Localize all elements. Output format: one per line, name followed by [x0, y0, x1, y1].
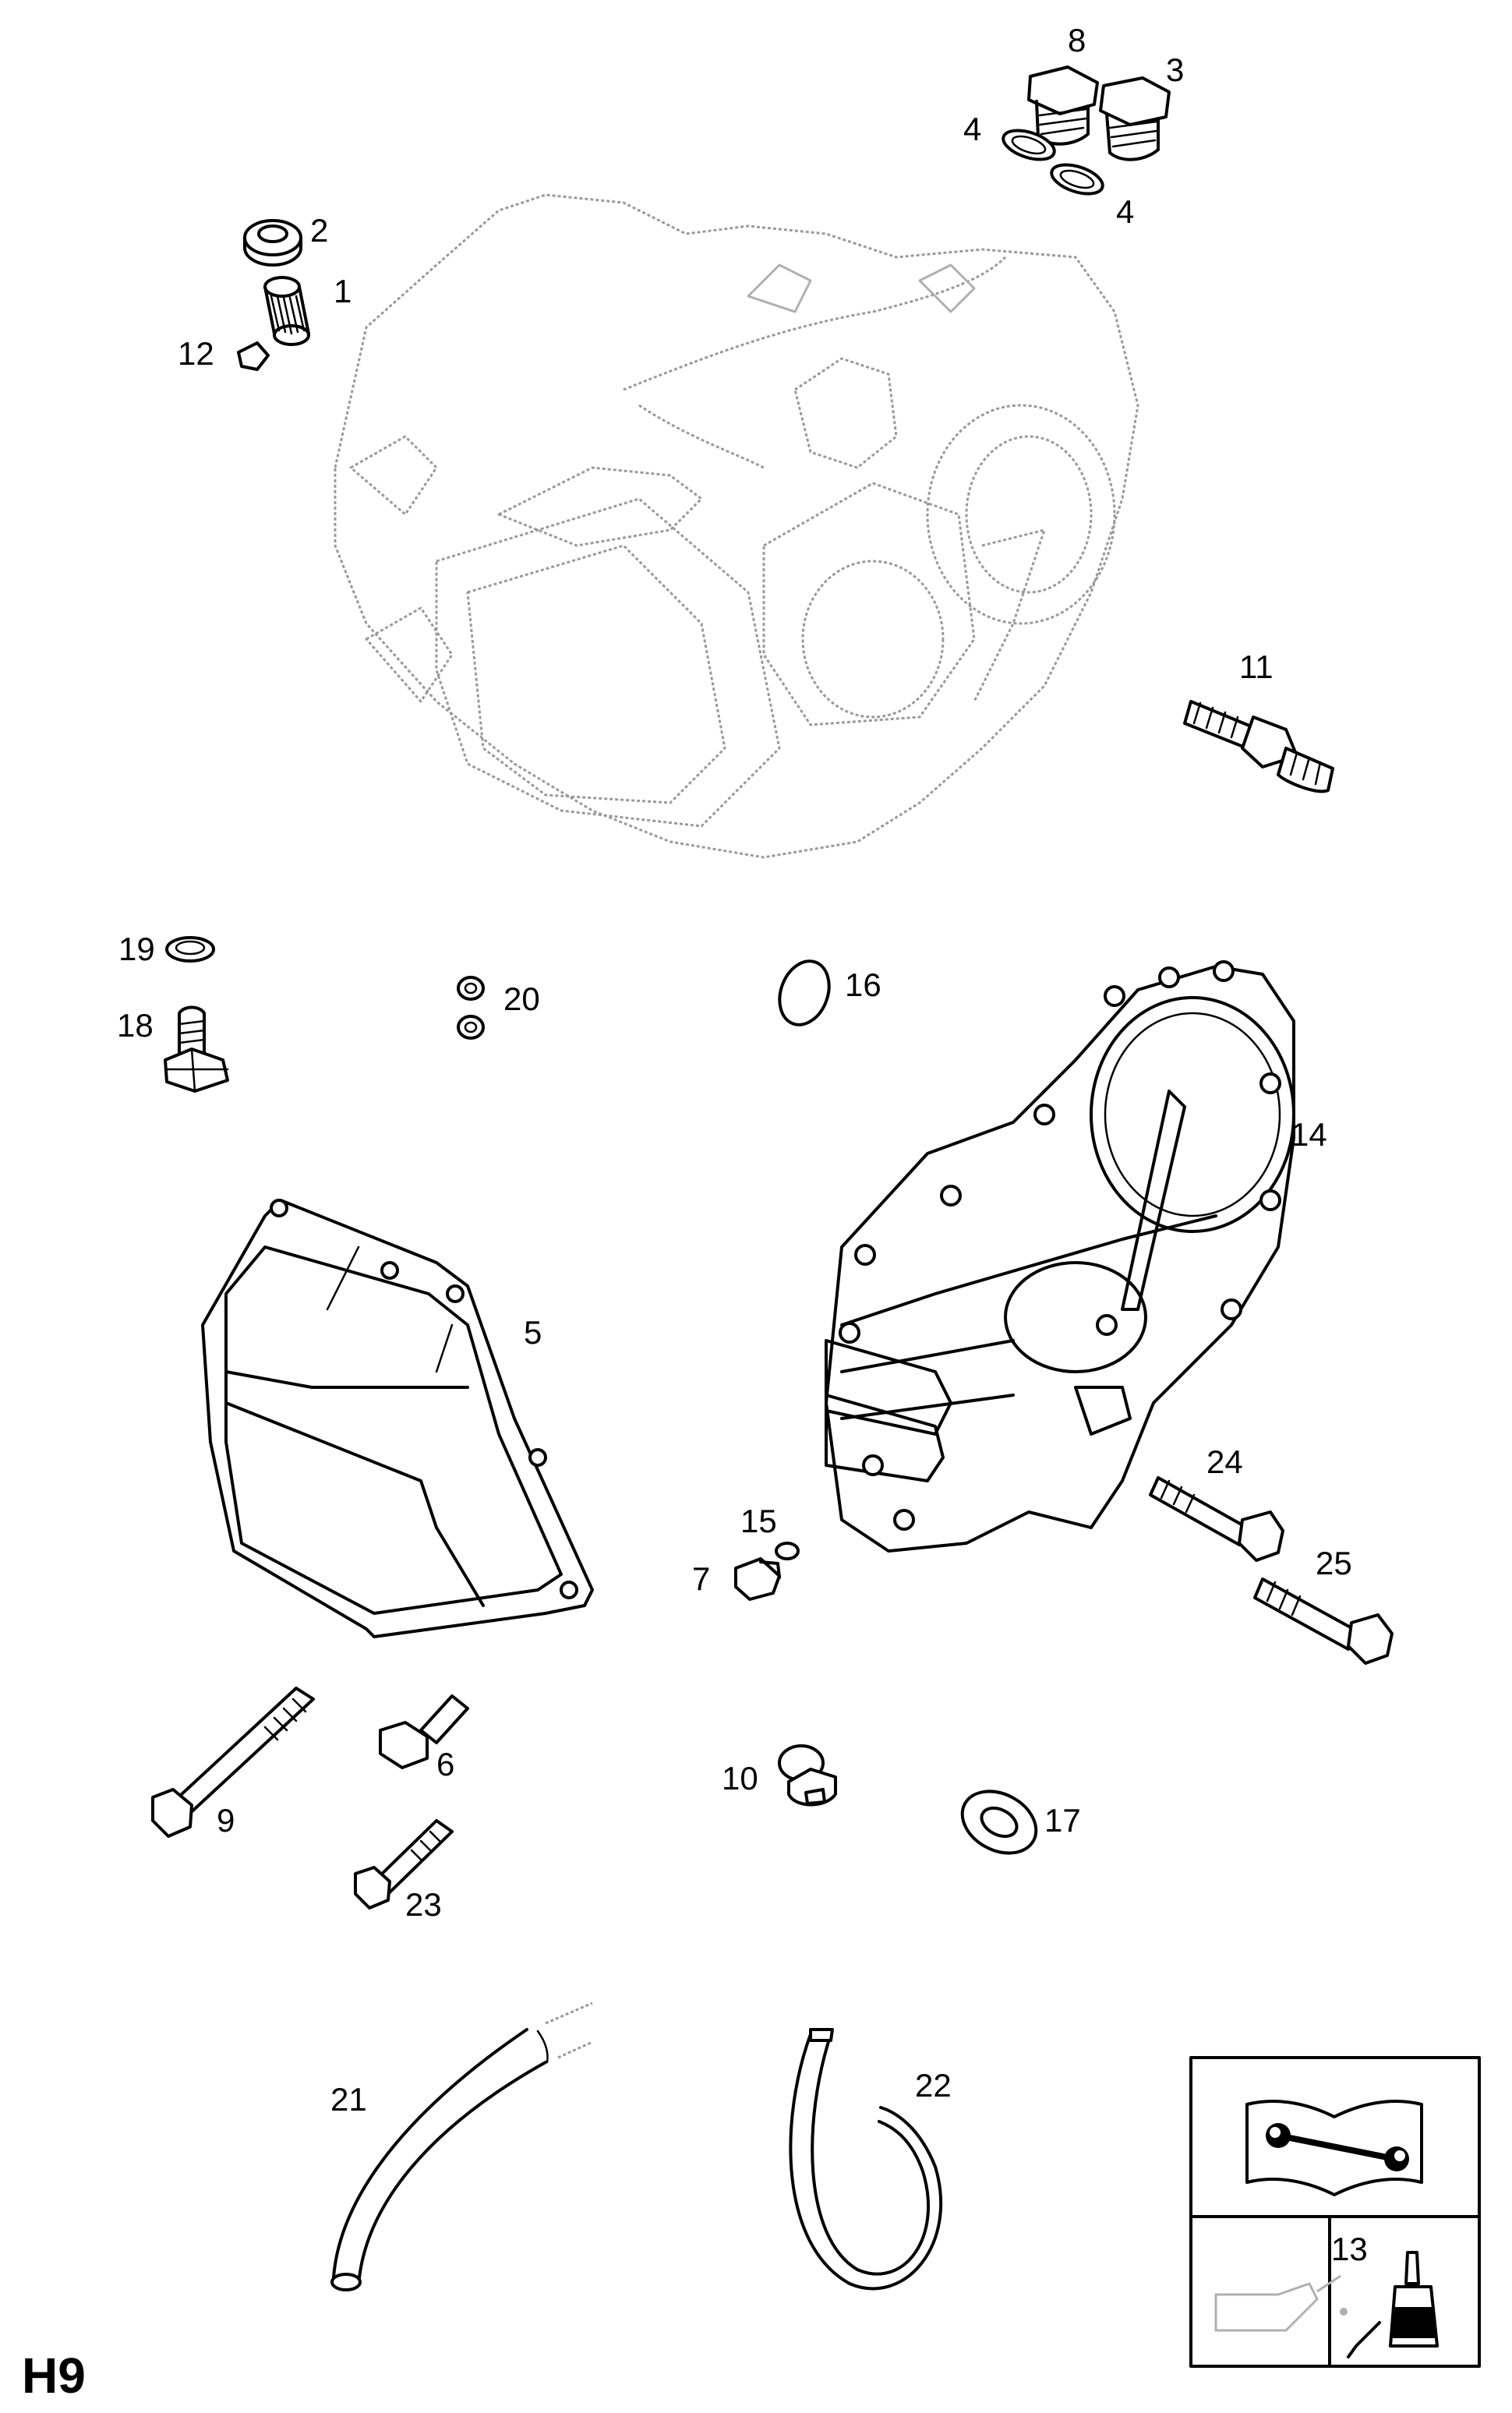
- oil-can-icon: [1214, 2274, 1348, 2332]
- part-3-plug: [1099, 76, 1171, 161]
- callout-11: 11: [1239, 648, 1274, 685]
- callout-13: 13: [1331, 2231, 1368, 2267]
- part-21-hose: [330, 2001, 593, 2291]
- part-14-side-cover: [825, 960, 1295, 1553]
- sheet-code: H9: [22, 2348, 86, 2404]
- callout-20: 20: [503, 980, 540, 1017]
- callout-8: 8: [1068, 22, 1086, 58]
- callout-3: 3: [1166, 51, 1184, 88]
- part-25-bolt: [1253, 1577, 1394, 1665]
- part-5-oil-pan: [201, 1199, 594, 1638]
- part-4-washer-lower: [1050, 163, 1104, 196]
- part-10-plug: [778, 1744, 837, 1807]
- part-16-o-ring: [778, 959, 831, 1026]
- callout-7: 7: [692, 1560, 710, 1597]
- callout-4: 4: [963, 111, 981, 147]
- callout-5: 5: [524, 1314, 542, 1351]
- part-2-seal-ring: [243, 219, 302, 267]
- callout-21: 21: [330, 2081, 367, 2118]
- callout-23: 23: [405, 1886, 442, 1923]
- part-20-washers: [457, 976, 485, 1040]
- part-1-needle-bearing: [263, 276, 310, 346]
- callout-1: 1: [334, 273, 352, 309]
- part-12-clip: [237, 341, 270, 371]
- callout-25: 25: [1316, 1545, 1352, 1581]
- part-4-washer-upper: [1002, 129, 1056, 161]
- part-22-gasket-strip: [789, 2028, 943, 2291]
- part-7-plug: [734, 1557, 781, 1601]
- cover-bolt-bosses: [839, 960, 1281, 1531]
- part-11-stud: [1183, 700, 1334, 793]
- part-15-o-ring: [775, 1542, 800, 1560]
- callout-9: 9: [217, 1802, 235, 1839]
- callout-19: 19: [118, 931, 155, 967]
- part-8-plug: [1027, 65, 1099, 146]
- part-9-long-bolt: [151, 1687, 315, 1838]
- callout-16: 16: [845, 966, 881, 1003]
- callout-6: 6: [436, 1746, 454, 1782]
- part-23-bolt: [354, 1819, 454, 1910]
- callout-labels: 1 2 3 4 4 5 6 7 8 9 10 11 12 13 14 15 16…: [117, 22, 1368, 2267]
- callout-18: 18: [117, 1007, 154, 1044]
- part-19-washer: [165, 936, 215, 963]
- callout-12: 12: [178, 335, 214, 372]
- callout-22: 22: [915, 2067, 952, 2104]
- part-18-drain-plug: [164, 1005, 229, 1093]
- sealant-tube-icon: [1347, 2251, 1439, 2358]
- callout-24: 24: [1206, 1443, 1243, 1480]
- callout-17: 17: [1044, 1802, 1081, 1839]
- transmission-assembly: [334, 193, 1139, 859]
- callout-2: 2: [310, 212, 328, 249]
- callout-10: 10: [722, 1760, 758, 1797]
- callout-4: 4: [1116, 193, 1134, 230]
- part-17-seal: [960, 1789, 1038, 1855]
- part-13-service-box: [1189, 2056, 1481, 2368]
- part-6-hex-bolt: [379, 1694, 469, 1769]
- callout-15: 15: [740, 1503, 777, 1539]
- manual-book-icon: [1245, 2099, 1423, 2196]
- part-24-bolt: [1149, 1476, 1284, 1562]
- callout-14: 14: [1291, 1116, 1327, 1153]
